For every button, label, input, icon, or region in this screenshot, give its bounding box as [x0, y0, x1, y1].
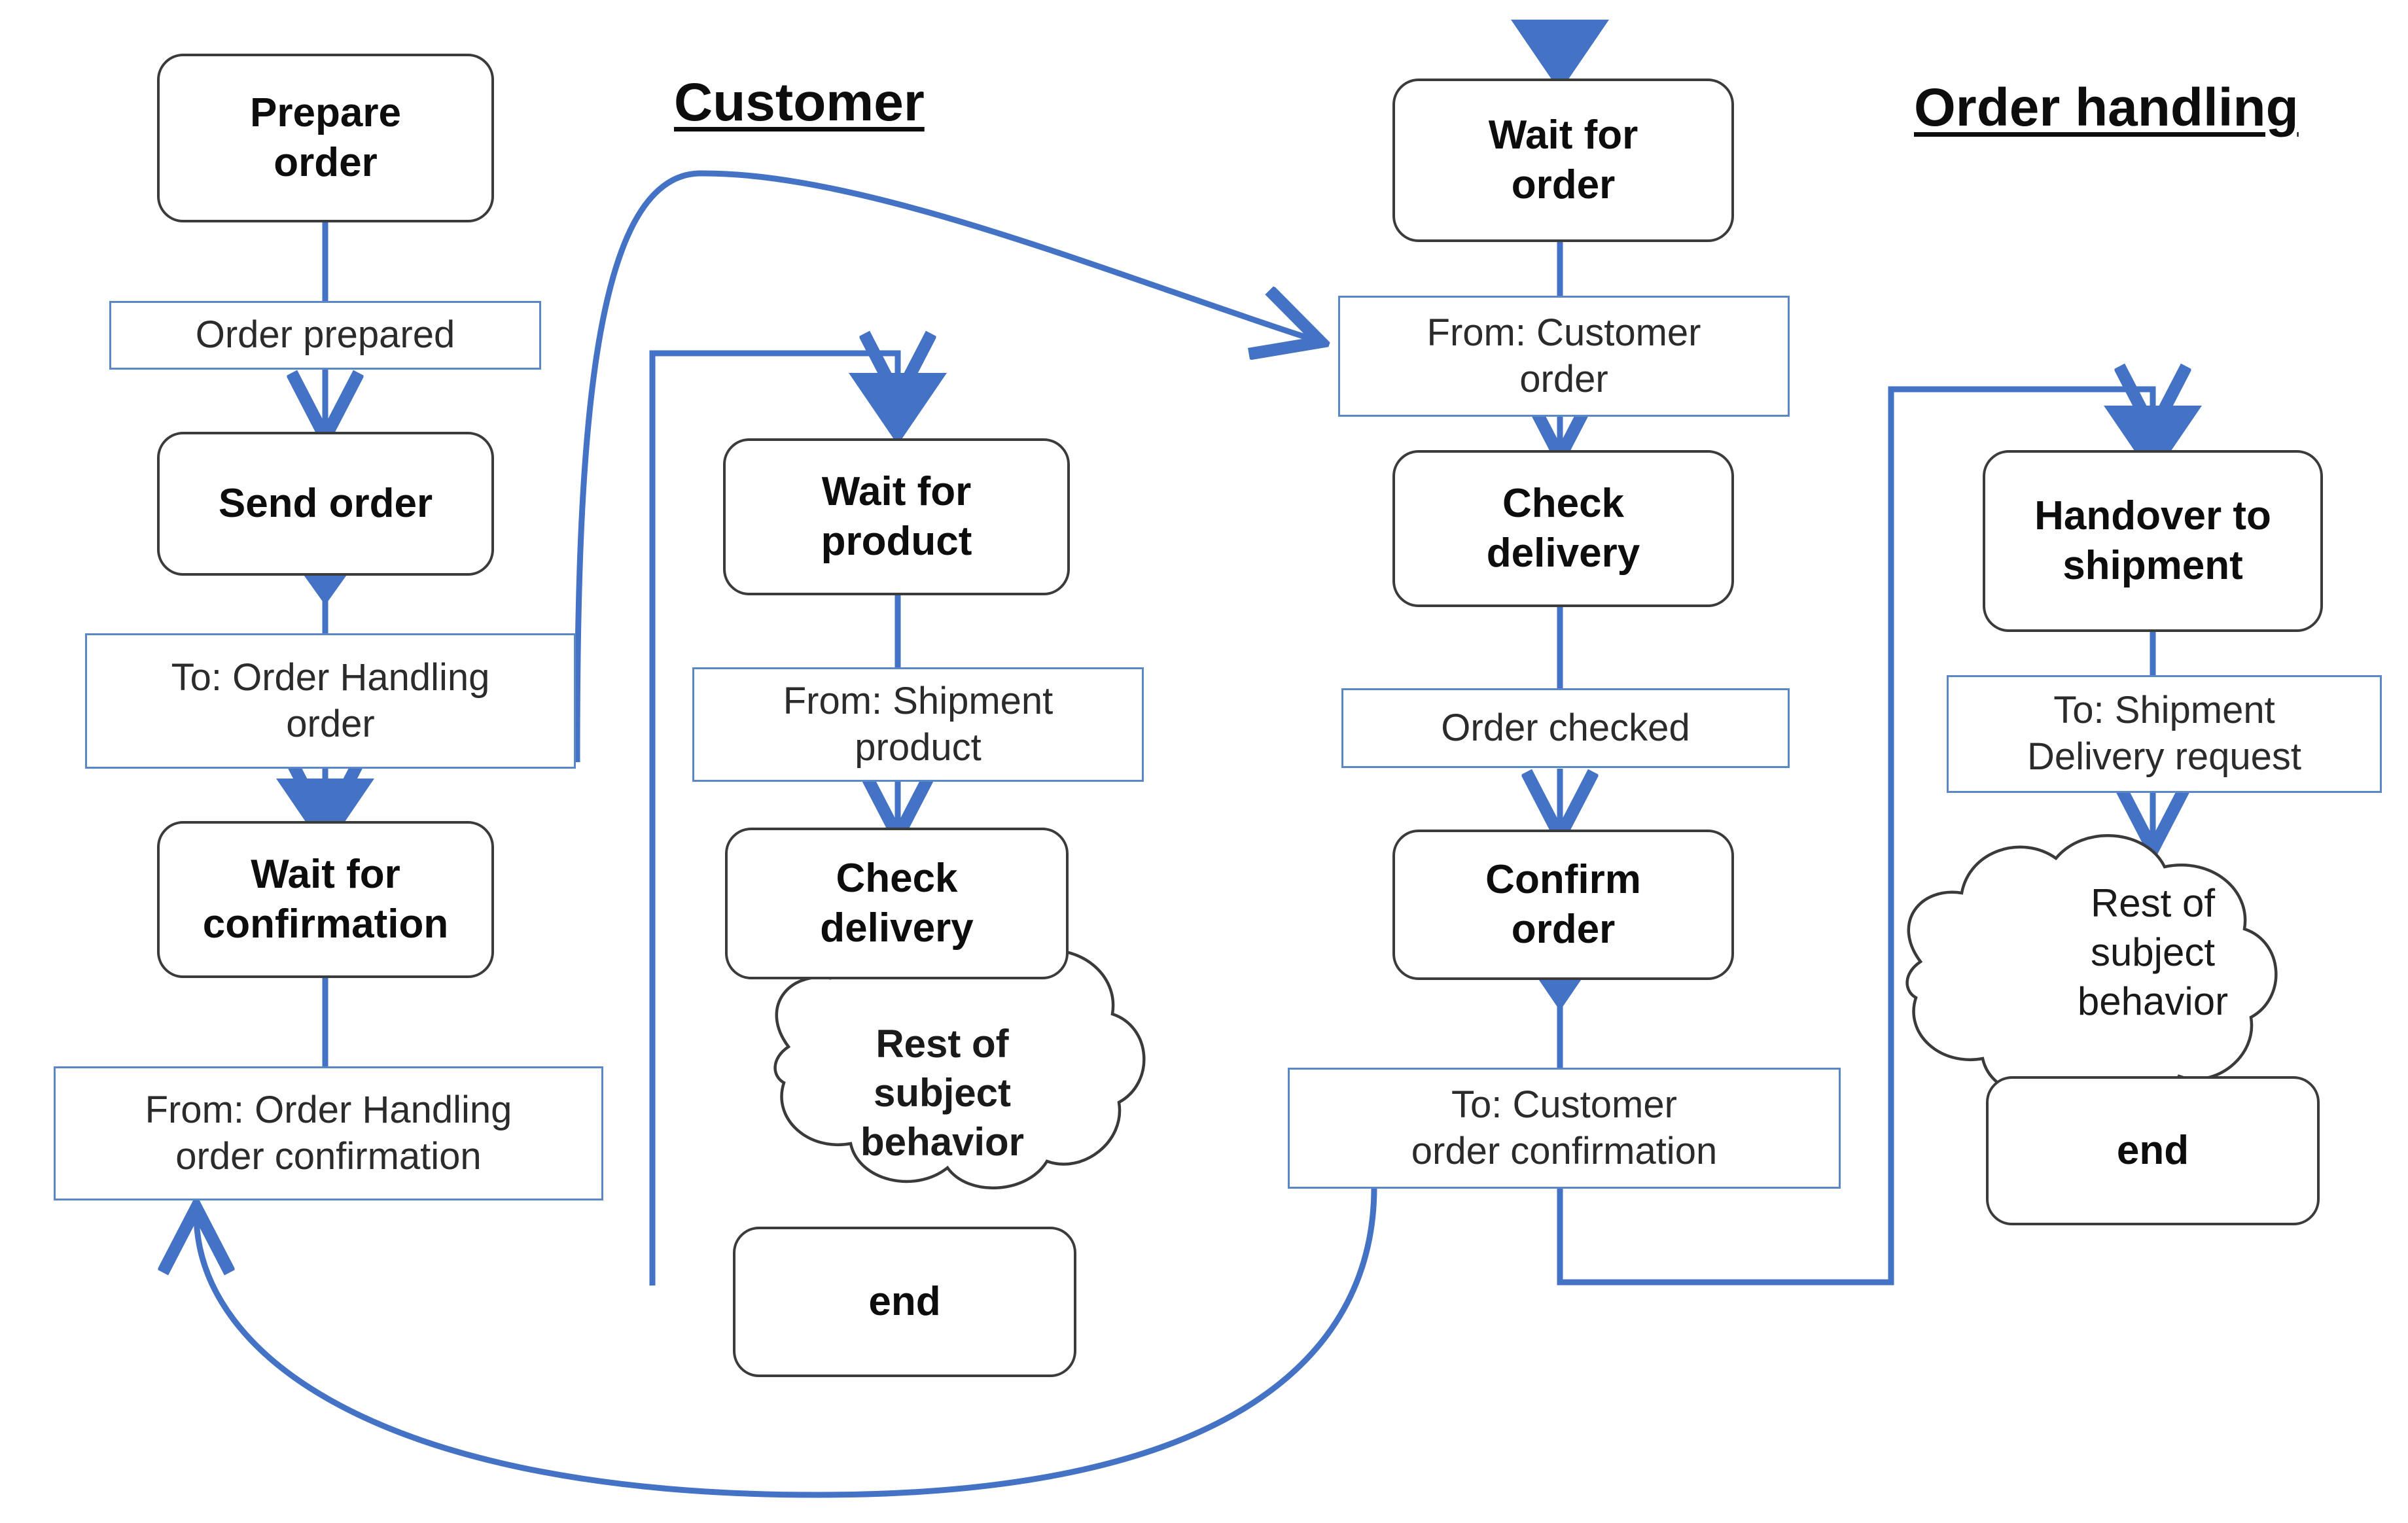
triangle-down-icon-wait-conf [276, 779, 374, 850]
cloud-shapes [773, 834, 2278, 1190]
cloud-shape-order-handling [1905, 834, 2278, 1105]
state-end-customer[interactable]: end [733, 1227, 1076, 1377]
triangle-down-icon-wait-order [1511, 20, 1609, 92]
message-triangles [276, 20, 2202, 1011]
edge-oh-confirmation-back-to-customer [196, 1187, 1377, 1498]
state-send-order[interactable]: Send order [157, 432, 494, 576]
message-order-checked[interactable]: Order checked [1341, 688, 1790, 768]
triangle-down-icon-wait-product [849, 373, 947, 445]
message-order-prepared[interactable]: Order prepared [109, 301, 541, 370]
lane-title-customer: Customer [674, 73, 925, 132]
edge-tocustomer-to-handover [1557, 389, 2153, 1286]
lane-title-order-handling: Order handling [1914, 78, 2299, 137]
triangle-down-icon-handover [2104, 406, 2202, 478]
edge-customer-order-to-oh [574, 170, 1315, 763]
state-end-order-handling[interactable]: end [1986, 1076, 2320, 1225]
